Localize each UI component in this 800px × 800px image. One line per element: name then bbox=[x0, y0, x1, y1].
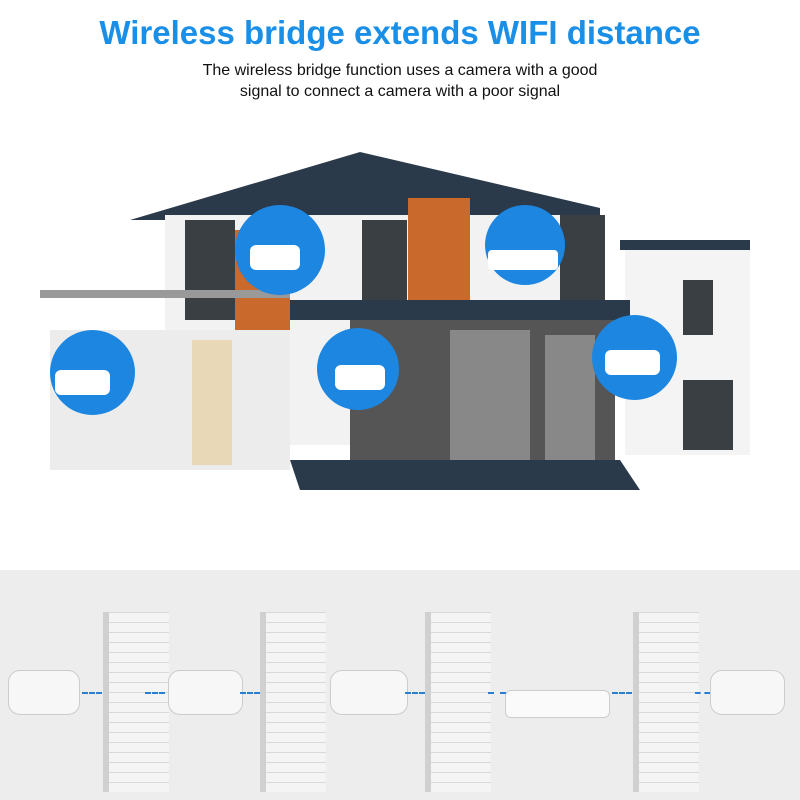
router-circle bbox=[485, 205, 565, 285]
signal-link bbox=[145, 692, 165, 694]
brick-wall-icon bbox=[633, 612, 699, 792]
camera-icon bbox=[605, 350, 660, 375]
camera-icon bbox=[55, 370, 110, 395]
subtitle: The wireless bridge function uses a came… bbox=[0, 60, 800, 102]
camera-icon bbox=[330, 670, 408, 715]
camera-icon bbox=[8, 670, 80, 715]
page-title: Wireless bridge extends WIFI distance bbox=[99, 14, 701, 51]
router-icon bbox=[488, 250, 558, 270]
camera-icon bbox=[168, 670, 243, 715]
brick-wall-icon bbox=[103, 612, 169, 792]
signal-link bbox=[612, 692, 632, 694]
subtitle-line-2: signal to connect a camera with a poor s… bbox=[239, 83, 561, 100]
house-illustration bbox=[40, 152, 750, 490]
camera-icon bbox=[250, 245, 300, 270]
subtitle-line-1: The wireless bridge function uses a came… bbox=[202, 62, 598, 79]
brick-wall-icon bbox=[260, 612, 326, 792]
signal-link bbox=[405, 692, 425, 694]
signal-link bbox=[488, 692, 506, 694]
camera-icon bbox=[710, 670, 785, 715]
signal-link bbox=[240, 692, 260, 694]
router-icon bbox=[505, 690, 610, 718]
camera-icon bbox=[335, 365, 385, 390]
brick-wall-icon bbox=[425, 612, 491, 792]
signal-link bbox=[695, 692, 710, 694]
signal-link bbox=[82, 692, 102, 694]
